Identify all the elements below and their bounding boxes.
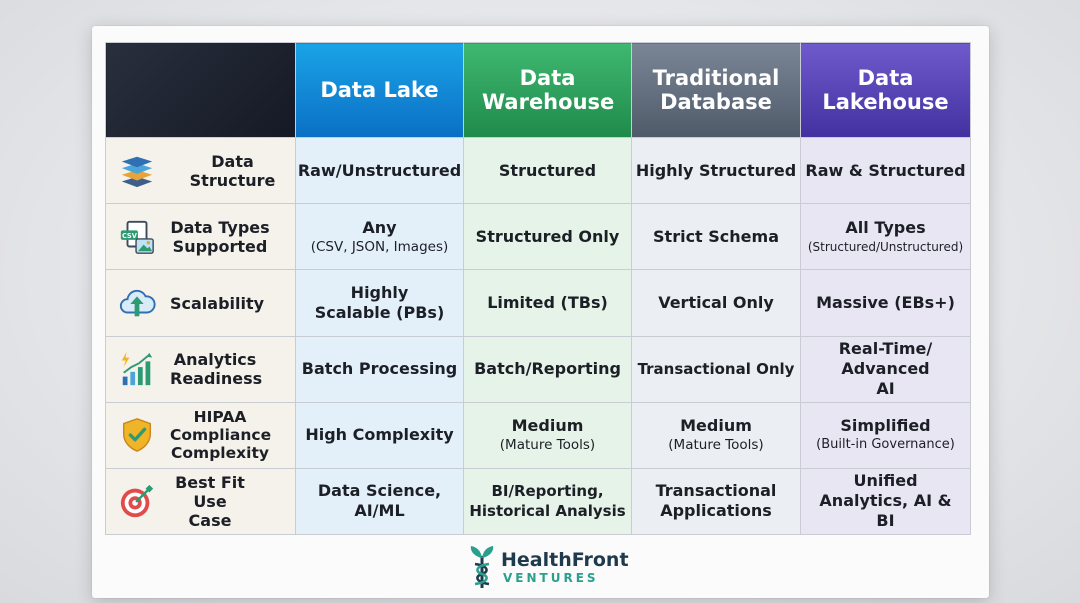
table-cell: Limited (TBs) xyxy=(463,269,632,337)
table-cell: Unified Analytics, AI & BI xyxy=(800,467,971,536)
row-label: Scalability xyxy=(170,293,265,313)
column-header-data-lake: Data Lake xyxy=(295,41,464,139)
table-cell: All Types(Structured/Unstructured) xyxy=(800,203,971,271)
column-header-data-warehouse: Data Warehouse xyxy=(463,41,632,139)
caduceus-leaf-icon xyxy=(470,546,494,588)
table-cell: Transactional Only xyxy=(631,335,801,403)
shield-check-icon xyxy=(118,416,156,454)
table-cell: Raw & Structured xyxy=(800,137,971,205)
svg-text:CSV: CSV xyxy=(122,232,138,240)
row-label: Best Fit Use Case xyxy=(175,472,245,530)
table-cell: Medium(Mature Tools) xyxy=(463,401,632,469)
row-label-cell: Analytics Readiness xyxy=(105,335,296,403)
table-row: Best Fit Use Case Data Science, AI/ML BI… xyxy=(105,467,971,536)
table-cell: Structured Only xyxy=(463,203,632,271)
row-label: HIPAA Compliance Complexity xyxy=(170,408,272,463)
table-row: HIPAA Compliance Complexity High Complex… xyxy=(105,401,971,469)
row-label: Data Structure xyxy=(189,151,276,190)
row-label: Data Types Supported xyxy=(170,217,270,256)
table-cell: Strict Schema xyxy=(631,203,801,271)
table-row: Scalability Highly Scalable (PBs) Limite… xyxy=(105,269,971,337)
target-arrow-icon xyxy=(118,482,156,520)
table-cell: Transactional Applications xyxy=(631,467,801,536)
table-cell: Massive (EBs+) xyxy=(800,269,971,337)
table-cell: Medium(Mature Tools) xyxy=(631,401,801,469)
comparison-board: Data Lake Data Warehouse Traditional Dat… xyxy=(92,26,989,598)
logo-tagline: VENTURES xyxy=(503,570,599,585)
table-cell: Real-Time/ Advanced AI xyxy=(800,335,971,403)
table-row: Analytics Readiness Batch Processing Bat… xyxy=(105,335,971,403)
table-cell: High Complexity xyxy=(295,401,464,469)
row-label-cell: Best Fit Use Case xyxy=(105,467,296,536)
table-row: Data Structure Raw/Unstructured Structur… xyxy=(105,137,971,205)
healthfront-logo: HealthFront VENTURES xyxy=(467,544,629,590)
comparison-table: Data Lake Data Warehouse Traditional Dat… xyxy=(105,41,971,536)
row-label-cell: CSV Data Types Supported xyxy=(105,203,296,271)
table-cell: Highly Scalable (PBs) xyxy=(295,269,464,337)
column-header-data-lakehouse: Data Lakehouse xyxy=(800,41,971,139)
bar-chart-bolt-icon xyxy=(118,350,156,388)
table-cell: Batch Processing xyxy=(295,335,464,403)
column-header-traditional-database: Traditional Database xyxy=(631,41,801,139)
table-cell: Any(CSV, JSON, Images) xyxy=(295,203,464,271)
layers-icon xyxy=(118,152,156,190)
row-label-cell: Data Structure xyxy=(105,137,296,205)
table-cell: Raw/Unstructured xyxy=(295,137,464,205)
table-cell: BI/Reporting, Historical Analysis xyxy=(463,467,632,536)
header-corner xyxy=(105,41,296,139)
table-cell: Structured xyxy=(463,137,632,205)
row-label-cell: Scalability xyxy=(105,269,296,337)
table-cell: Data Science, AI/ML xyxy=(295,467,464,536)
table-cell: Batch/Reporting xyxy=(463,335,632,403)
csv-file-image-icon: CSV xyxy=(118,218,156,256)
logo-name: HealthFront xyxy=(501,548,629,571)
table-cell: Vertical Only xyxy=(631,269,801,337)
table-cell: Simplified(Built-in Governance) xyxy=(800,401,971,469)
row-label-cell: HIPAA Compliance Complexity xyxy=(105,401,296,469)
table-cell: Highly Structured xyxy=(631,137,801,205)
header-row: Data Lake Data Warehouse Traditional Dat… xyxy=(105,41,971,139)
cloud-upload-icon xyxy=(118,284,156,322)
row-label: Analytics Readiness xyxy=(170,350,263,389)
table-row: CSV Data Types Supported Any(CSV, JSON, … xyxy=(105,203,971,271)
